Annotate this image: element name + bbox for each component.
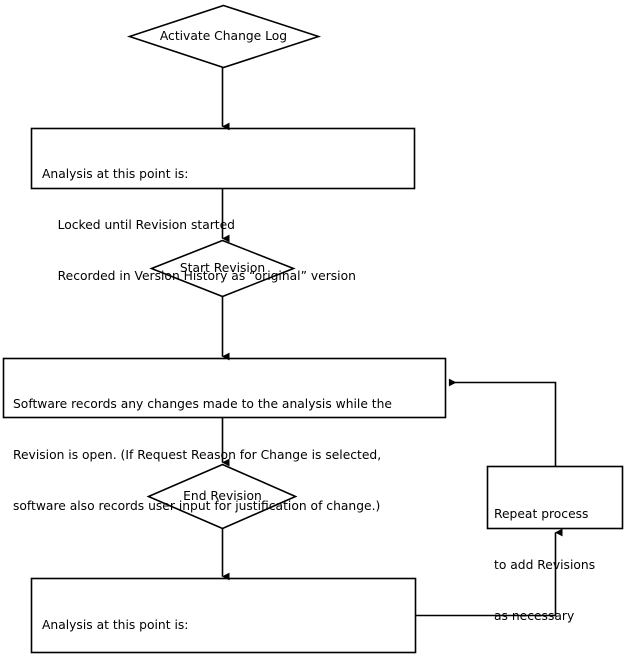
label-end-revision: End Revision — [183, 489, 262, 503]
label-analysis-state-one-line2: Locked until Revision started — [42, 218, 235, 232]
label-analysis-state-one-line1: Analysis at this point is: — [42, 167, 189, 181]
label-software-records-line1: Software records any changes made to the… — [13, 397, 392, 411]
label-analysis-state-one: Analysis at this point is: Locked until … — [42, 132, 412, 319]
label-repeat-process-line2: to add Revisions — [494, 558, 596, 572]
shape-activate-change-log — [126, 4, 322, 69]
shape-analysis-state-one — [30, 127, 416, 190]
shape-software-records — [2, 357, 447, 419]
label-software-records-line3: software also records user input for jus… — [13, 499, 381, 513]
label-analysis-state-two: Analysis at this point is: Locked until … — [42, 583, 412, 654]
label-repeat-process: Repeat process to add Revisions as neces… — [494, 472, 622, 654]
label-software-records: Software records any changes made to the… — [13, 362, 443, 549]
label-analysis-state-two-line1: Analysis at this point is: — [42, 618, 189, 632]
connector-analysis-two-to-repeat-process — [415, 528, 563, 617]
label-repeat-process-line3: as necessary — [494, 609, 575, 623]
label-analysis-state-one-line3: Recorded in Version History as “original… — [42, 269, 356, 283]
label-start-revision: Start Revision — [179, 261, 266, 275]
label-software-records-line2: Revision is open. (If Request Reason for… — [13, 448, 382, 462]
connector-repeat-process-to-software-records — [448, 378, 557, 467]
label-repeat-process-line1: Repeat process — [494, 507, 589, 521]
shape-analysis-state-two — [30, 577, 417, 654]
shape-repeat-process — [486, 465, 624, 530]
label-activate-change-log: Activate Change Log — [159, 29, 288, 43]
